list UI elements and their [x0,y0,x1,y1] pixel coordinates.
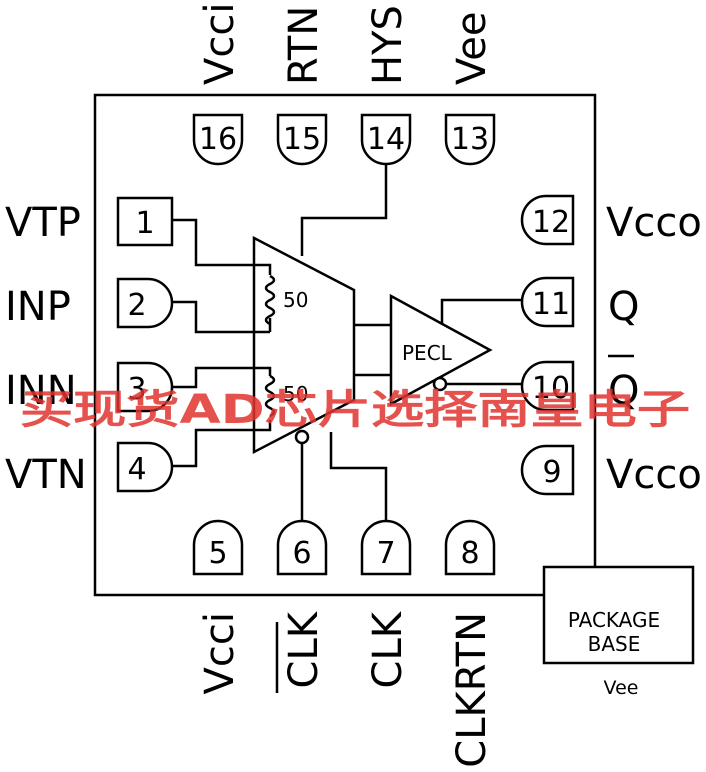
pin-number-1: 1 [135,206,154,241]
pecl-label: PECL [402,341,453,365]
pin-number-11: 11 [532,287,570,322]
resistor-bottom [264,374,276,418]
package-base-line1: PACKAGE [568,608,660,632]
pin-number-3: 3 [127,372,146,407]
comparator-triangle [252,235,356,455]
pin-label-9: Vcco [606,452,702,498]
pin-15: 15 [276,113,328,166]
pin-label-2: INP [5,284,71,330]
pin-label-15: RTN [281,6,327,85]
pin-label-13: Vee [449,12,495,85]
pin-11: 11 [520,276,575,328]
pin-number-6: 6 [292,536,311,571]
pin-14: 14 [360,113,412,166]
pin-5: 5 [192,519,244,576]
pin-1: 1 [116,196,174,247]
pin-9: 9 [520,444,575,496]
pin-number-4: 4 [127,452,146,487]
internal-wiring [172,164,522,522]
resistor-bottom-label: 50 [283,382,308,406]
resistor-top [264,274,276,326]
pin-8: 8 [444,519,496,576]
pin-label-3: INN [5,368,77,414]
pin-16: 16 [192,113,244,166]
pin-label-10: Q [608,368,639,414]
pin-number-7: 7 [376,536,395,571]
pin-label-5: Vcci [197,612,243,694]
pin-label-1: VTP [5,200,81,246]
pin-label-16: Vcci [197,3,243,85]
pin-number-14: 14 [367,122,405,157]
pin-12: 12 [520,194,575,246]
pin-10: 10 [520,360,575,412]
package-base-line2: BASE [588,632,641,656]
pin-number-10: 10 [532,371,570,406]
pin-number-5: 5 [208,536,227,571]
pin-4: 4 [116,441,174,493]
pin-number-12: 12 [532,205,570,240]
pin-number-13: 13 [451,122,489,157]
pin-label-11: Q [608,284,639,330]
pin-label-4: VTN [5,452,87,498]
pin-number-9: 9 [542,455,561,490]
pin-label-7: CLK [365,610,411,688]
pin-number-15: 15 [283,122,321,157]
pin-2: 2 [116,277,174,329]
pin-3: 3 [116,361,174,413]
package-base-supply: Vee [604,677,639,699]
pecl-inverting-bubble [432,376,448,392]
pin-label-12: Vcco [606,200,702,246]
pin-number-2: 2 [127,288,146,323]
resistor-top-label: 50 [283,288,308,312]
watermark-text: 买现货AD芯片选择南皇电子 [20,387,690,433]
pin-number-16: 16 [199,122,237,157]
pin-label-8: CLKRTN [449,612,495,768]
pin-label-6: CLK [281,610,327,688]
pin-7: 7 [360,519,412,576]
pin-6: 6 [276,519,328,576]
pin-13: 13 [444,113,496,166]
comparator-clock-bubble [294,429,310,445]
package-base: PACKAGE BASE Vee [542,565,695,699]
pin-number-8: 8 [460,536,479,571]
package-outline [93,93,597,597]
pin-label-14: HYS [365,5,411,85]
